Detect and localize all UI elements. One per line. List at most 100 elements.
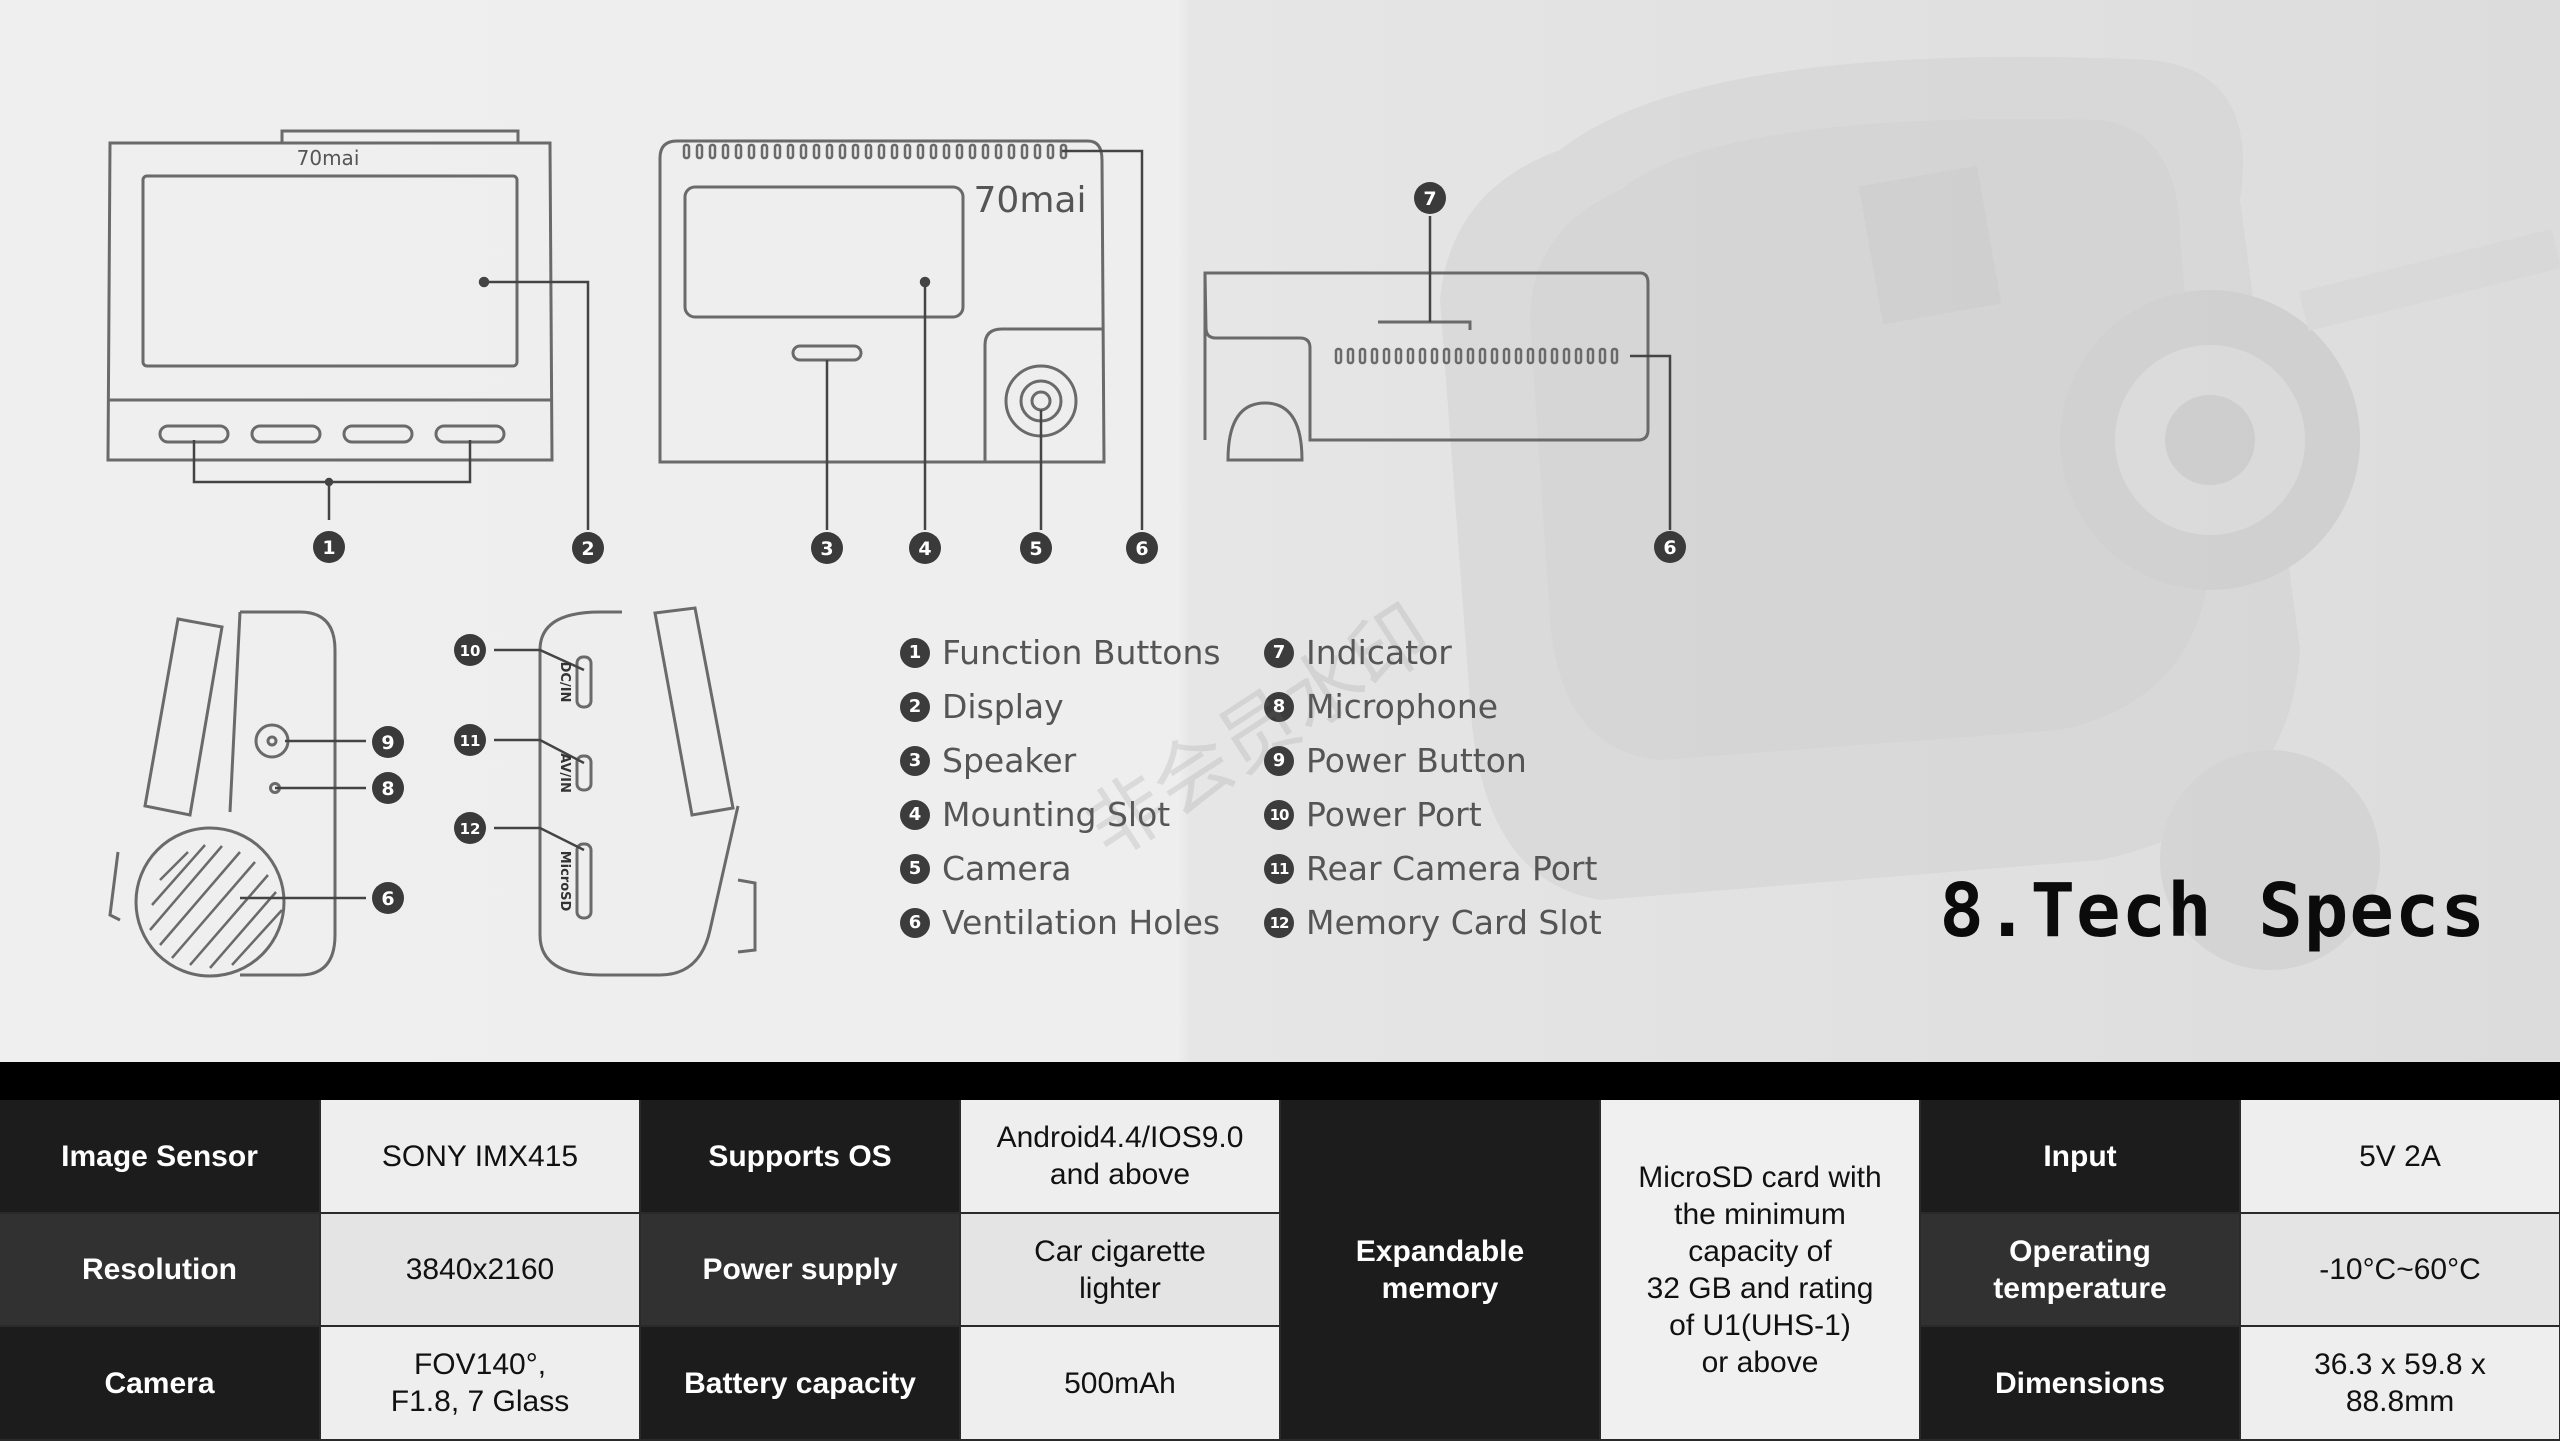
svg-text:6: 6 [1135, 538, 1148, 560]
spec-label-expandable-memory: Expandable memory [1280, 1100, 1601, 1441]
legend-item-power-port: 10 Power Port [1264, 795, 1482, 834]
function-button-3 [342, 424, 414, 444]
legend-number: 12 [1264, 907, 1294, 938]
callout-6: 6 [1126, 532, 1158, 564]
spec-label-camera: Camera [0, 1326, 321, 1441]
callout-10: 10 [454, 634, 486, 666]
function-button-2 [250, 424, 322, 444]
spec-value-expandable-memory: MicroSD card with the minimum capacity o… [1600, 1100, 1921, 1441]
left-side-view-drawing [108, 610, 337, 978]
callout-3: 3 [811, 532, 843, 564]
diagram-area: 70mai 70mai DC/IN AV/IN MicroSD 1 2 3 4 … [0, 0, 2560, 1062]
spec-value-resolution: 3840x2160 [320, 1213, 641, 1327]
legend-number: 9 [1264, 745, 1294, 776]
legend-number: 5 [900, 853, 930, 884]
legend-label: Ventilation Holes [942, 903, 1221, 942]
callout-8: 8 [372, 772, 404, 804]
legend-item-microphone: 8 Microphone [1264, 687, 1498, 726]
callout-5: 5 [1020, 532, 1052, 564]
divider-band [0, 1062, 2560, 1100]
legend-label: Speaker [942, 741, 1077, 780]
spec-label-supports-os: Supports OS [640, 1100, 961, 1214]
svg-text:2: 2 [581, 538, 594, 560]
callout-1: 1 [313, 531, 345, 563]
svg-text:12: 12 [460, 820, 481, 838]
brand-logo-rear: 70mai [297, 146, 360, 170]
spec-label-dimensions: Dimensions [1920, 1326, 2241, 1441]
legend-label: Memory Card Slot [1306, 903, 1602, 942]
legend-number: 1 [900, 637, 930, 668]
legend-label: Display [942, 687, 1064, 726]
svg-text:10: 10 [460, 642, 481, 660]
legend-label: Microphone [1306, 687, 1499, 726]
leader-lines [192, 149, 1672, 900]
legend-number: 8 [1264, 691, 1294, 722]
legend-number: 2 [900, 691, 930, 722]
brand-logo-front: 70mai [974, 180, 1087, 221]
legend-label: Power Button [1306, 741, 1527, 780]
svg-text:8: 8 [381, 778, 394, 800]
callout-9: 9 [372, 726, 404, 758]
callout-6-top: 6 [1654, 531, 1686, 563]
legend-label: Power Port [1306, 795, 1482, 834]
port-label-microsd: MicroSD [557, 851, 572, 912]
callout-6-side: 6 [372, 882, 404, 914]
spec-table: Image Sensor SONY IMX415 Supports OS And… [0, 1100, 2560, 1441]
legend-item-speaker: 3 Speaker [900, 741, 1076, 780]
section-title: 8.Tech Specs [1939, 868, 2486, 954]
svg-text:5: 5 [1029, 538, 1042, 560]
function-button-4 [434, 424, 506, 444]
legend-item-camera: 5 Camera [900, 849, 1072, 888]
svg-text:4: 4 [918, 538, 931, 560]
svg-text:7: 7 [1423, 188, 1436, 210]
spec-label-operating-temperature: Operating temperature [1920, 1213, 2241, 1327]
spec-label-image-sensor: Image Sensor [0, 1100, 321, 1214]
background-product-photo [1440, 56, 2560, 970]
legend-number: 11 [1264, 853, 1294, 884]
legend-label: Mounting Slot [942, 795, 1171, 834]
spec-value-image-sensor: SONY IMX415 [320, 1100, 641, 1214]
port-label-av-in: AV/IN [557, 753, 572, 793]
spec-label-resolution: Resolution [0, 1213, 321, 1327]
spec-value-input: 5V 2A [2240, 1100, 2560, 1214]
legend-item-power-button: 9 Power Button [1264, 741, 1527, 780]
spec-value-battery-capacity: 500mAh [960, 1326, 1281, 1441]
legend-number: 4 [900, 799, 930, 830]
callout-11: 11 [454, 724, 486, 756]
svg-text:11: 11 [460, 732, 481, 750]
spec-value-power-supply: Car cigarette lighter [960, 1213, 1281, 1327]
rear-view-drawing [106, 129, 554, 462]
spec-value-supports-os: Android4.4/IOS9.0 and above [960, 1100, 1281, 1214]
svg-text:6: 6 [1663, 537, 1676, 559]
svg-text:9: 9 [381, 732, 394, 754]
legend-item-display: 2 Display [900, 687, 1064, 726]
callout-12: 12 [454, 812, 486, 844]
legend-number: 10 [1264, 799, 1294, 830]
spec-label-power-supply: Power supply [640, 1213, 961, 1327]
legend-number: 7 [1264, 637, 1294, 668]
legend-label: Indicator [1306, 633, 1452, 672]
right-side-view-drawing [538, 606, 757, 977]
legend-item-rear-camera-port: 11 Rear Camera Port [1264, 849, 1597, 888]
legend-item-ventilation-holes: 6 Ventilation Holes [900, 903, 1220, 942]
front-view-drawing [658, 139, 1106, 464]
legend-number: 3 [900, 745, 930, 776]
legend-item-memory-card-slot: 12 Memory Card Slot [1264, 903, 1602, 942]
callout-2: 2 [572, 532, 604, 564]
svg-text:6: 6 [381, 888, 394, 910]
svg-text:3: 3 [820, 538, 833, 560]
callout-4: 4 [909, 532, 941, 564]
legend-item-indicator: 7 Indicator [1264, 633, 1452, 672]
legend-label: Camera [942, 849, 1072, 888]
legend-item-mounting-slot: 4 Mounting Slot [900, 795, 1170, 834]
top-view-drawing [1203, 271, 1650, 462]
svg-text:1: 1 [322, 537, 335, 559]
legend-label: Rear Camera Port [1306, 849, 1598, 888]
port-label-dc-in: DC/IN [557, 662, 572, 703]
function-button-1 [158, 424, 230, 444]
spec-value-operating-temperature: -10°C~60°C [2240, 1213, 2560, 1327]
device-line-drawings: 70mai 70mai DC/IN AV/IN MicroSD 1 2 3 4 … [106, 129, 1686, 978]
callout-7: 7 [1414, 182, 1446, 214]
legend-number: 6 [900, 907, 930, 938]
